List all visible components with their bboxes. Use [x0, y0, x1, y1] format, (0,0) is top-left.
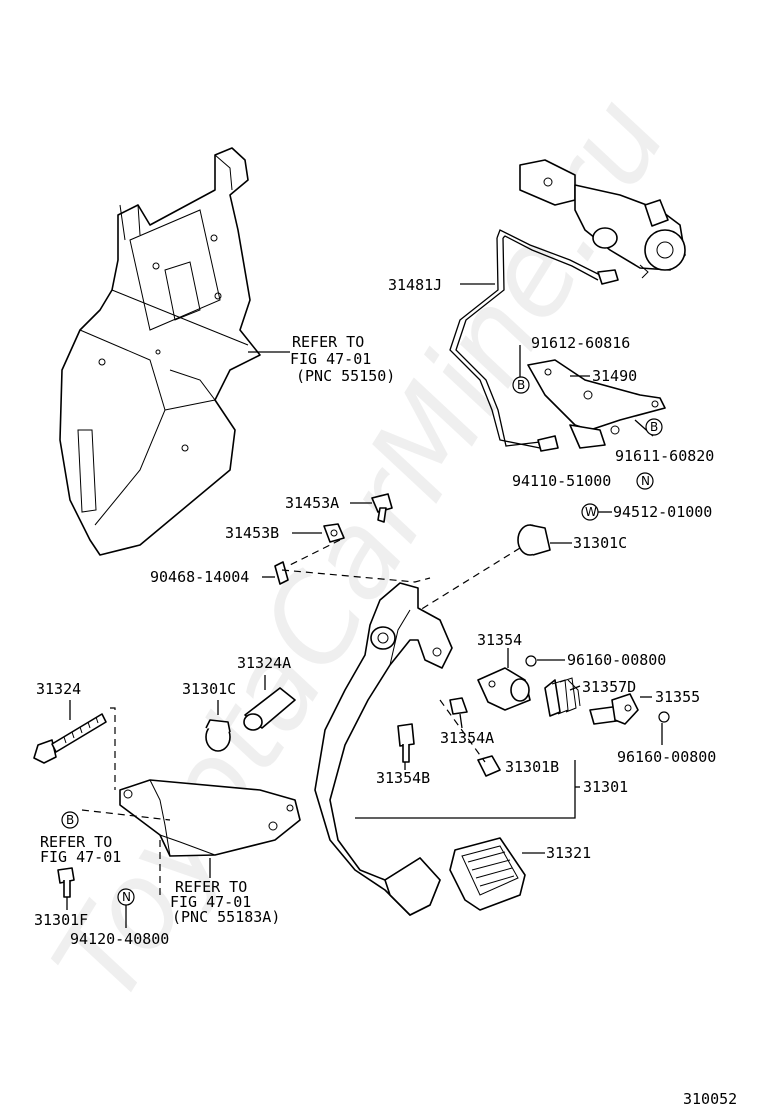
- part-label-94120-40800: 94120-40800: [70, 930, 169, 948]
- master-cylinder: [519, 159, 686, 279]
- b-symbol: [61, 811, 79, 829]
- svg-text:B: B: [66, 813, 74, 827]
- spring-31357D: [544, 677, 581, 717]
- cushion-31324A: [243, 687, 296, 731]
- nut-31453B: [323, 523, 345, 543]
- spring-seat-31354: [477, 667, 531, 711]
- part-label-31490: 31490: [592, 367, 637, 385]
- nut-96160: [525, 655, 537, 667]
- clutch-pedal-arm: [314, 582, 453, 916]
- b-symbol: [512, 376, 530, 394]
- part-label-31301B: 31301B: [505, 758, 559, 776]
- stopper-bracket: [119, 779, 301, 857]
- b-symbol: [645, 418, 663, 436]
- part-label-31357D: 31357D: [582, 678, 636, 696]
- refer-left-line2: FIG 47-01: [40, 848, 121, 866]
- svg-text:N: N: [122, 890, 131, 904]
- svg-text:W: W: [585, 505, 597, 519]
- figure-number: 310052: [683, 1090, 737, 1108]
- tube-fitting: [597, 269, 619, 285]
- part-label-96160-00800-a: 96160-00800: [567, 651, 666, 669]
- bushing-31301B: [477, 755, 501, 777]
- refer-bottom-line1: REFER TO: [175, 878, 247, 896]
- part-label-96160-00800-b: 96160-00800: [617, 748, 716, 766]
- pedal-pad-31321: [449, 837, 526, 911]
- svg-text:N: N: [641, 474, 650, 488]
- n-symbol: [636, 472, 654, 490]
- part-label-31354: 31354: [477, 631, 522, 649]
- part-label-31301: 31301: [583, 778, 628, 796]
- refer-bottom-line2: FIG 47-01: [170, 893, 251, 911]
- pedal-support-bracket: [59, 147, 261, 556]
- refer-left-line1: REFER TO: [40, 833, 112, 851]
- part-label-31301C-b: 31301C: [182, 680, 236, 698]
- part-label-31301C: 31301C: [573, 534, 627, 552]
- part-label-94110-51000: 94110-51000: [512, 472, 611, 490]
- part-label-31354B: 31354B: [376, 769, 430, 787]
- bushing-31301C: [517, 524, 551, 556]
- refer-note-line1: REFER TO: [292, 333, 364, 351]
- part-label-31355: 31355: [655, 688, 700, 706]
- part-label-31321: 31321: [546, 844, 591, 862]
- refer-note-line3: (PNC 55150): [296, 367, 395, 385]
- part-label-91612-60816: 91612-60816: [531, 334, 630, 352]
- part-label-31354A: 31354A: [440, 729, 494, 747]
- part-label-90468-14004: 90468-14004: [150, 568, 249, 586]
- bushing-31301C-b: [205, 719, 231, 752]
- part-label-31324: 31324: [36, 680, 81, 698]
- tube-bracket-31490: [527, 359, 666, 449]
- tube-fitting: [537, 435, 559, 452]
- bolt-31324: [33, 713, 107, 764]
- clip-90468: [274, 561, 289, 585]
- svg-text:B: B: [517, 378, 525, 392]
- refer-note-line2: FIG 47-01: [290, 350, 371, 368]
- refer-bottom-line3: (PNC 55183A): [172, 908, 280, 926]
- part-label-31453A: 31453A: [285, 494, 339, 512]
- part-label-31324A: 31324A: [237, 654, 291, 672]
- nut-31354A: [449, 697, 468, 715]
- bolt-31453A: [371, 493, 393, 523]
- nut-96160-b: [658, 711, 670, 723]
- part-label-94512-01000: 94512-01000: [613, 503, 712, 521]
- part-label-31453B: 31453B: [225, 524, 279, 542]
- clutch-tube: [449, 237, 541, 449]
- pin-31354B: [397, 723, 415, 763]
- part-label-31301F: 31301F: [34, 911, 88, 929]
- part-label-31481J: 31481J: [388, 276, 442, 294]
- rod-31355: [589, 693, 639, 725]
- svg-text:B: B: [650, 420, 658, 434]
- part-label-91611-60820: 91611-60820: [615, 447, 714, 465]
